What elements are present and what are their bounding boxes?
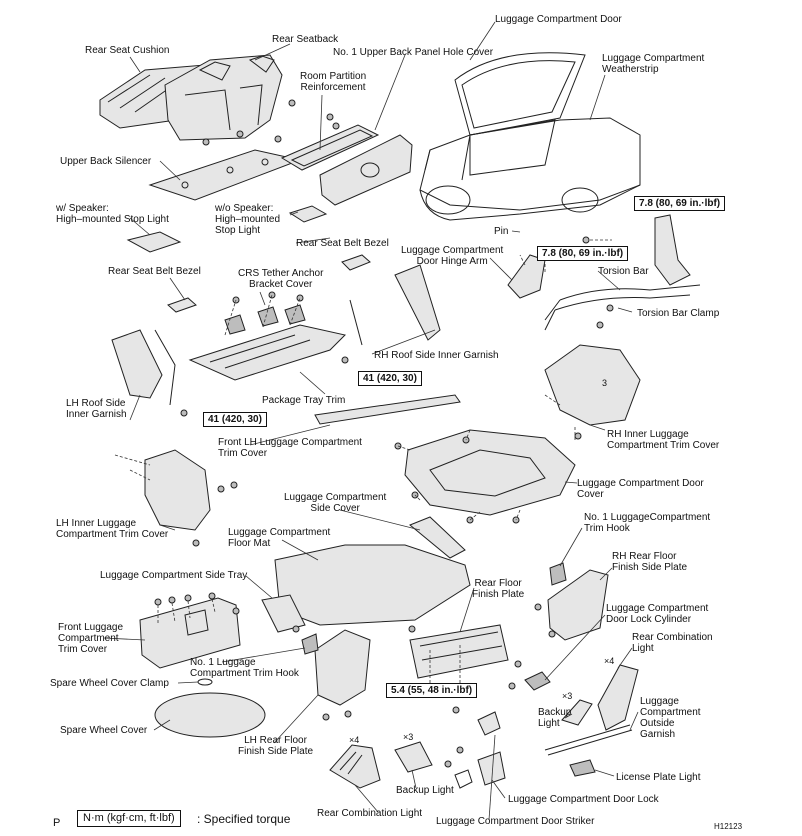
stop-light-w-speaker-drawing [126,231,182,253]
lh-inner-trim-cover-drawing [144,449,211,531]
qty-x4-rear-combination-light-bottom: ×4 [349,735,360,745]
alignment-lines [114,239,612,700]
label-license-plate-light: License Plate Light [616,772,701,783]
label-rear-floor-finish-plate: Rear Floor Finish Plate [472,578,525,600]
front-trim-cover-drawing [139,597,241,669]
label-package-tray-trim: Package Tray Trim [262,395,346,406]
door-lock-drawing [477,751,506,786]
torque-box-hinge-lower: 7.8 (80, 69 in.·lbf) [537,246,629,261]
qty-x4-rear-combination-light: ×4 [604,656,615,666]
hinge-arm-left-drawing [507,254,546,299]
label-luggage-compartment-side-tray: Luggage Compartment Side Tray [100,570,248,581]
label-luggage-compartment-door-striker: Luggage Compartment Door Striker [436,816,595,827]
label-backup-light-right: Backup Light [538,707,572,729]
label-luggage-compartment-door-lock: Luggage Compartment Door Lock [508,794,659,805]
front-lh-trim-cover-drawing [314,394,461,425]
package-tray-trim-drawing [188,324,346,381]
label-room-partition-reinforcement: Room Partition Reinforcement [300,71,367,93]
outside-garnish-drawing [544,724,633,756]
torsion-bar-drawing [544,284,701,331]
label-crs-tether-anchor-bracket-cover: CRS Tether Anchor Bracket Cover [238,268,324,290]
qty-3-trim-cover: 3 [602,378,608,388]
rear-floor-finish-plate-drawing [409,624,509,679]
legend-specified-torque: : Specified torque [197,812,291,826]
rh-inner-trim-cover-drawing [544,344,641,426]
label-spare-wheel-cover: Spare Wheel Cover [60,725,148,736]
label-rear-seat-belt-bezel-left: Rear Seat Belt Bezel [108,266,201,277]
label-no1-luggage-compartment-trim-hook-right: No. 1 LuggageCompartment Trim Hook [584,512,711,534]
label-luggage-compartment-side-cover: Luggage Compartment Side Cover [284,492,387,514]
door-cover-drawing [404,429,576,516]
stop-light-wo-speaker-drawing [288,205,328,223]
label-w-speaker-stop-light: w/ Speaker: High–mounted Stop Light [56,203,169,225]
floor-mat-drawing [274,544,471,626]
label-rh-rear-floor-finish-side-plate: RH Rear Floor Finish Side Plate [612,551,688,573]
upper-back-panel-hole-cover-drawing [319,134,413,206]
side-cover-drawing [409,516,466,559]
label-rear-combination-light-bottom: Rear Combination Light [317,808,423,819]
label-upper-back-silencer: Upper Back Silencer [60,156,152,167]
room-partition-reinforcement-drawing [280,124,380,171]
door-striker-drawing [477,711,501,736]
figure-code: H12123 [714,822,743,831]
car-body-drawing [419,52,641,221]
label-pin: Pin [494,226,509,237]
label-luggage-compartment-door-hinge-arm: Luggage Compartment Door Hinge Arm [401,245,504,267]
label-torsion-bar-clamp: Torsion Bar Clamp [637,308,720,319]
torque-box-roof-garnish: 41 (420, 30) [358,371,422,386]
torque-box-hinge-upper: 7.8 (80, 69 in.·lbf) [634,196,726,211]
label-spare-wheel-cover-clamp: Spare Wheel Cover Clamp [50,678,169,689]
rh-roof-side-inner-garnish-drawing [394,264,441,341]
label-torsion-bar: Torsion Bar [598,266,649,277]
qty-x3-backup-light: ×3 [562,691,573,701]
rear-seatback-drawing [164,54,283,141]
label-lh-roof-side-inner-garnish: LH Roof Side Inner Garnish [66,398,127,420]
rear-combination-light-right-drawing [597,664,639,731]
label-rh-inner-luggage-compartment-trim-cover: RH Inner Luggage Compartment Trim Cover [607,429,720,451]
label-backup-light-bottom: Backup Light [396,785,454,796]
qty-x3-backup-light-bottom: ×3 [403,732,414,742]
label-luggage-compartment-door-lock-cylinder: Luggage Compartment Door Lock Cylinder [606,603,709,625]
fasteners [154,99,614,768]
label-lh-inner-luggage-compartment-trim-cover: LH Inner Luggage Compartment Trim Cover [56,518,169,540]
label-luggage-compartment-weatherstrip: Luggage Compartment Weatherstrip [602,53,705,75]
torque-box-door-lock: 5.4 (55, 48 in.·lbf) [386,683,478,698]
label-rear-seatback: Rear Seatback [272,34,339,45]
hinge-arm-right-drawing [654,214,691,286]
label-no1-upper-back-panel-hole-cover: No. 1 Upper Back Panel Hole Cover [333,47,494,58]
legend-torque-unit-box: N·m (kgf·cm, ft·lbf) [77,810,181,827]
label-luggage-compartment-outside-garnish: Luggage Compartment Outside Garnish [640,696,701,740]
side-tray-drawing [261,594,306,633]
lh-roof-side-inner-garnish-drawing [111,329,163,399]
upper-back-silencer-drawing [148,149,302,201]
lh-rear-floor-side-plate-drawing [314,629,371,706]
page-marker: P [53,817,61,829]
label-luggage-compartment-door-cover: Luggage Compartment Door Cover [577,478,704,500]
label-rear-seat-belt-bezel-upper: Rear Seat Belt Bezel [296,238,389,249]
label-luggage-compartment-floor-mat: Luggage Compartment Floor Mat [228,527,331,549]
leader-lines [103,21,639,821]
torque-box-lh-garnish: 41 (420, 30) [203,412,267,427]
rear-combination-light-bottom-drawing [329,744,381,789]
label-rear-combination-light-right: Rear Combination Light [632,632,713,654]
label-no1-luggage-compartment-trim-hook-left: No. 1 Luggage Compartment Trim Hook [190,657,299,679]
spare-wheel-cover-drawing [154,692,266,738]
label-front-luggage-compartment-trim-cover: Front Luggage Compartment Trim Cover [58,622,124,655]
label-lh-rear-floor-finish-side-plate: LH Rear Floor Finish Side Plate [238,735,314,757]
rh-rear-floor-side-plate-drawing [547,569,609,641]
label-rh-roof-side-inner-garnish: RH Roof Side Inner Garnish [374,350,499,361]
label-front-lh-luggage-compartment-trim-cover: Front LH Luggage Compartment Trim Cover [218,437,362,459]
label-luggage-compartment-door: Luggage Compartment Door [495,14,622,25]
label-rear-seat-cushion: Rear Seat Cushion [85,45,170,56]
label-wo-speaker-stop-light: w/o Speaker: High–mounted Stop Light [215,203,281,236]
